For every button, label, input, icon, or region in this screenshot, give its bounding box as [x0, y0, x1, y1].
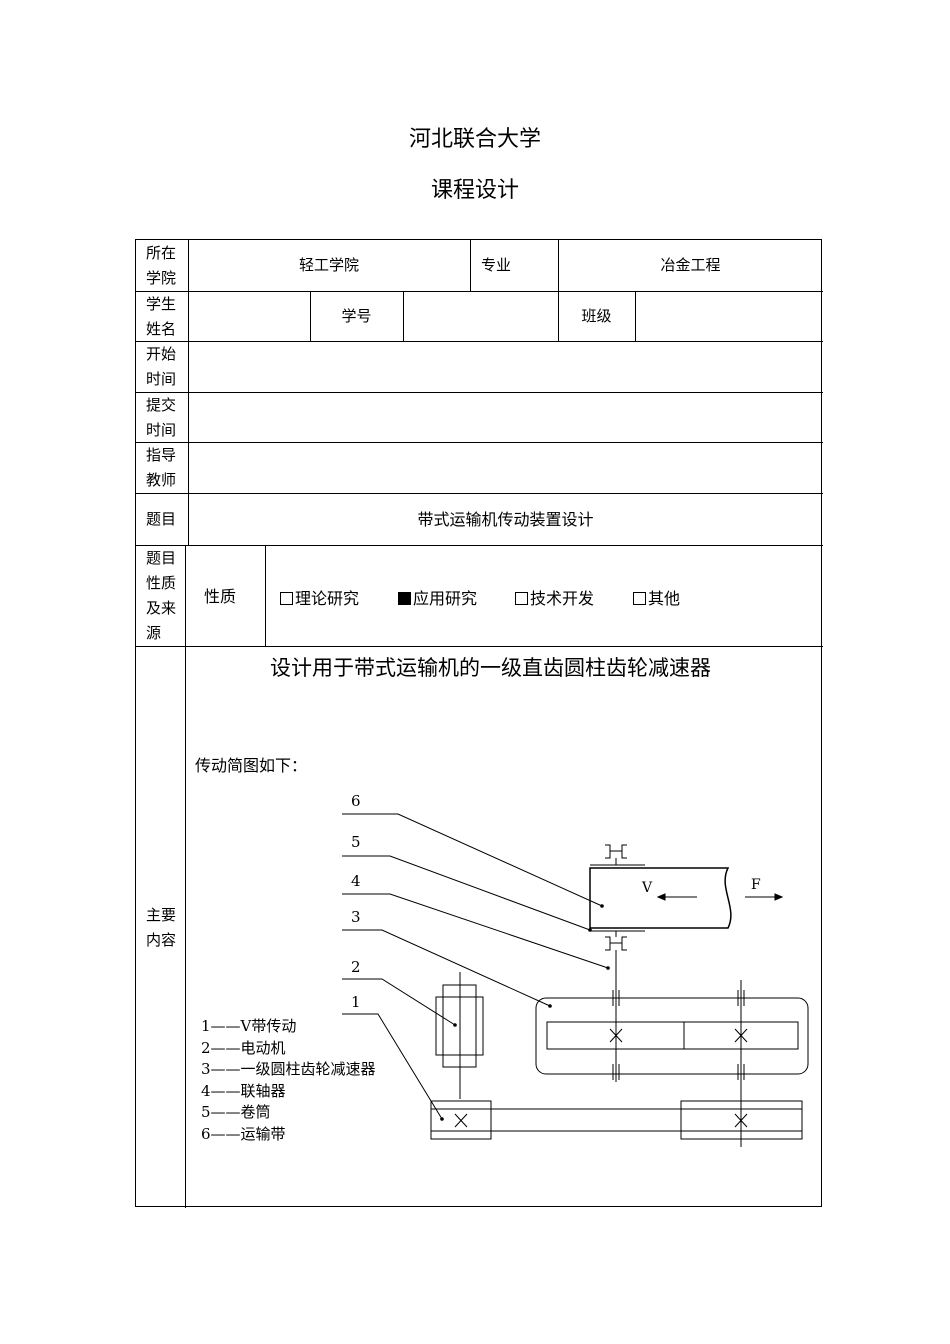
nature-option-other[interactable]: 其他	[633, 585, 680, 609]
university-name: 河北联合大学	[408, 127, 541, 152]
checkbox-icon	[633, 592, 646, 605]
legend-item: 5——卷筒	[201, 1103, 271, 1121]
class-label: 班级	[581, 307, 612, 325]
submit-time-label: 提交 时间	[146, 396, 177, 439]
legend-item: 4——联轴器	[201, 1081, 286, 1100]
start-time-label: 开始 时间	[146, 345, 177, 388]
diagram-legend: 1——V带传动 2——电动机 3——一级圆柱齿轮减速器 4——联轴器 5——卷筒…	[201, 1016, 376, 1145]
major-label: 专业	[481, 256, 512, 274]
topic-value[interactable]: 带式运输机传动装置设计	[417, 510, 594, 529]
legend-item: 1——V带传动	[201, 1017, 297, 1035]
college-value[interactable]: 轻工学院	[298, 256, 359, 274]
checkbox-checked-icon	[398, 592, 411, 605]
document-title: 课程设计	[430, 178, 519, 203]
legend-item: 2——电动机	[201, 1038, 286, 1057]
course-design-form: 所在 学院 轻工学院 专业 冶金工程 学生 姓名 学号 班级 开始 时间 提交 …	[135, 239, 823, 1208]
nature-source-label: 题目 性质 及来 源	[146, 549, 177, 642]
checkbox-icon	[515, 592, 528, 605]
college-label: 所在 学院	[146, 244, 177, 287]
student-id-label: 学号	[341, 307, 372, 325]
legend-item: 6——运输带	[201, 1124, 286, 1143]
nature-label: 性质	[204, 587, 237, 606]
main-content-label: 主要 内容	[146, 906, 177, 949]
diagram-intro: 传动简图如下：	[195, 756, 308, 775]
major-value[interactable]: 冶金工程	[660, 256, 721, 274]
content-heading: 设计用于带式运输机的一级直齿圆柱齿轮减速器	[270, 656, 711, 680]
student-name-label: 学生 姓名	[146, 295, 177, 338]
legend-item: 3——一级圆柱齿轮减速器	[201, 1060, 376, 1078]
advisor-label: 指导 教师	[146, 446, 177, 489]
nature-option-applied[interactable]: 应用研究	[398, 585, 477, 609]
nature-option-theory[interactable]: 理论研究	[280, 585, 359, 609]
nature-option-tech[interactable]: 技术开发	[515, 585, 594, 609]
topic-label: 题目	[146, 510, 177, 528]
checkbox-icon	[280, 592, 293, 605]
